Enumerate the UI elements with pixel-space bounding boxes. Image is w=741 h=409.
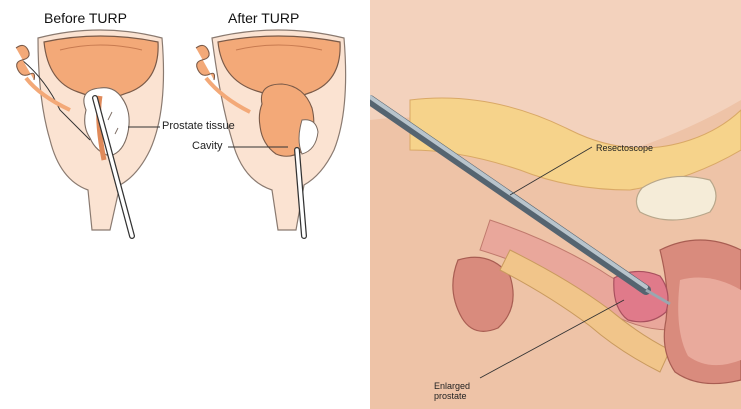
before-turp-title: Before TURP bbox=[44, 10, 127, 26]
resectoscope-label: Resectoscope bbox=[596, 143, 654, 153]
after-turp-title: After TURP bbox=[228, 10, 300, 26]
testis bbox=[452, 256, 514, 332]
pubic-bone bbox=[635, 175, 717, 221]
cavity-label: Cavity bbox=[192, 140, 223, 152]
anatomy-cross-section bbox=[370, 0, 741, 409]
after-turp-illustration bbox=[195, 29, 347, 239]
before-turp-illustration bbox=[15, 29, 165, 239]
turp-comparison-diagram: Before TURP After TURP bbox=[0, 0, 370, 409]
enlarged-prostate-label-line1: Enlarged bbox=[434, 381, 471, 391]
turp-schematic-illustration bbox=[15, 29, 347, 239]
enlarged-prostate-leader bbox=[479, 299, 625, 379]
enlarged-prostate-label-line2: prostate bbox=[434, 391, 467, 401]
resectoscope bbox=[370, 95, 651, 295]
resectoscope-anatomy-illustration: Resectoscope Enlarged prostate bbox=[370, 0, 741, 409]
enlarged-prostate bbox=[613, 270, 669, 323]
resectoscope-leader bbox=[509, 146, 593, 196]
prostate-tissue-label: Prostate tissue bbox=[162, 120, 235, 132]
